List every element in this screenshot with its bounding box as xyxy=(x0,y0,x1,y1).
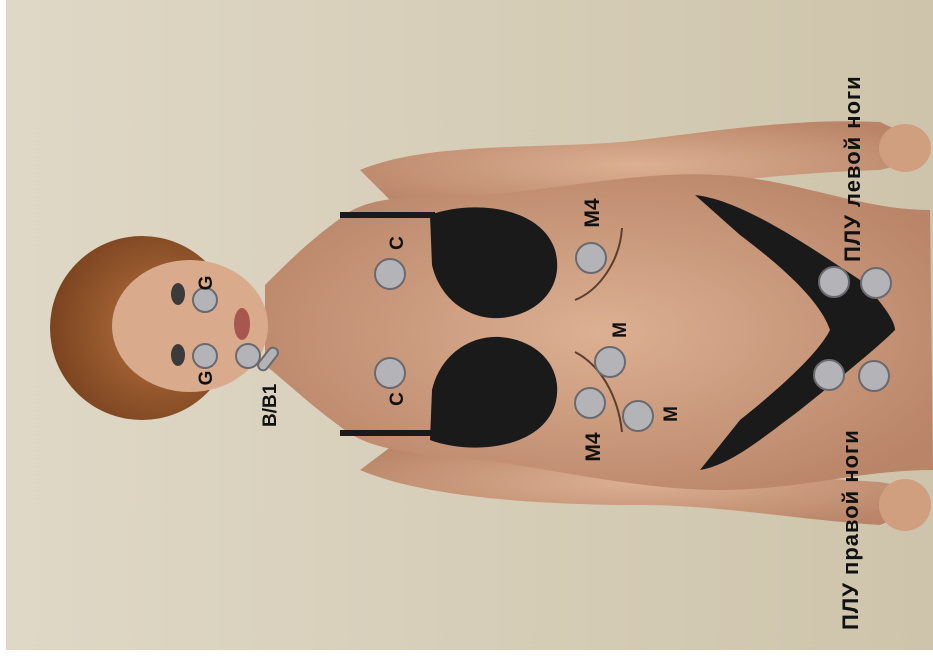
label-c-bottom: C xyxy=(387,392,408,406)
label-b-b1: B/B1 xyxy=(260,383,281,427)
bra-strap-top xyxy=(340,212,435,218)
electrode-plu-left-1 xyxy=(819,267,849,297)
electrode-m-b xyxy=(623,401,653,431)
label-plu-right: ПЛУ правой ноги xyxy=(838,429,863,630)
bottom-border xyxy=(0,650,933,655)
electrode-m-a xyxy=(595,347,625,377)
hand-top xyxy=(879,124,931,172)
electrode-g-bottom xyxy=(193,344,217,368)
bra-strap-bottom xyxy=(340,430,435,436)
label-m-b: M xyxy=(661,406,682,422)
electrode-c-bottom xyxy=(375,358,405,388)
label-m4-top: M4 xyxy=(581,198,604,227)
electrode-plu-right-2 xyxy=(859,361,889,391)
electrode-m4-top xyxy=(576,243,606,273)
hand-bottom xyxy=(879,479,931,531)
label-m-a: M xyxy=(610,322,631,338)
electrode-b xyxy=(236,344,260,368)
eye-top xyxy=(171,283,185,305)
eye-bottom xyxy=(171,344,185,366)
electrode-c-top xyxy=(375,259,405,289)
electrode-m4-bottom xyxy=(575,388,605,418)
left-border xyxy=(0,0,6,655)
label-g-top: G xyxy=(196,276,217,291)
label-plu-left: ПЛУ левой ноги xyxy=(840,75,865,262)
mouth xyxy=(234,308,250,340)
electrode-plu-right-1 xyxy=(814,360,844,390)
electrode-plu-left-2 xyxy=(861,268,891,298)
label-m4-bottom: M4 xyxy=(582,432,605,461)
electrode-g-top xyxy=(193,288,217,312)
label-c-top: C xyxy=(387,236,408,250)
label-g-bottom: G xyxy=(196,371,217,386)
